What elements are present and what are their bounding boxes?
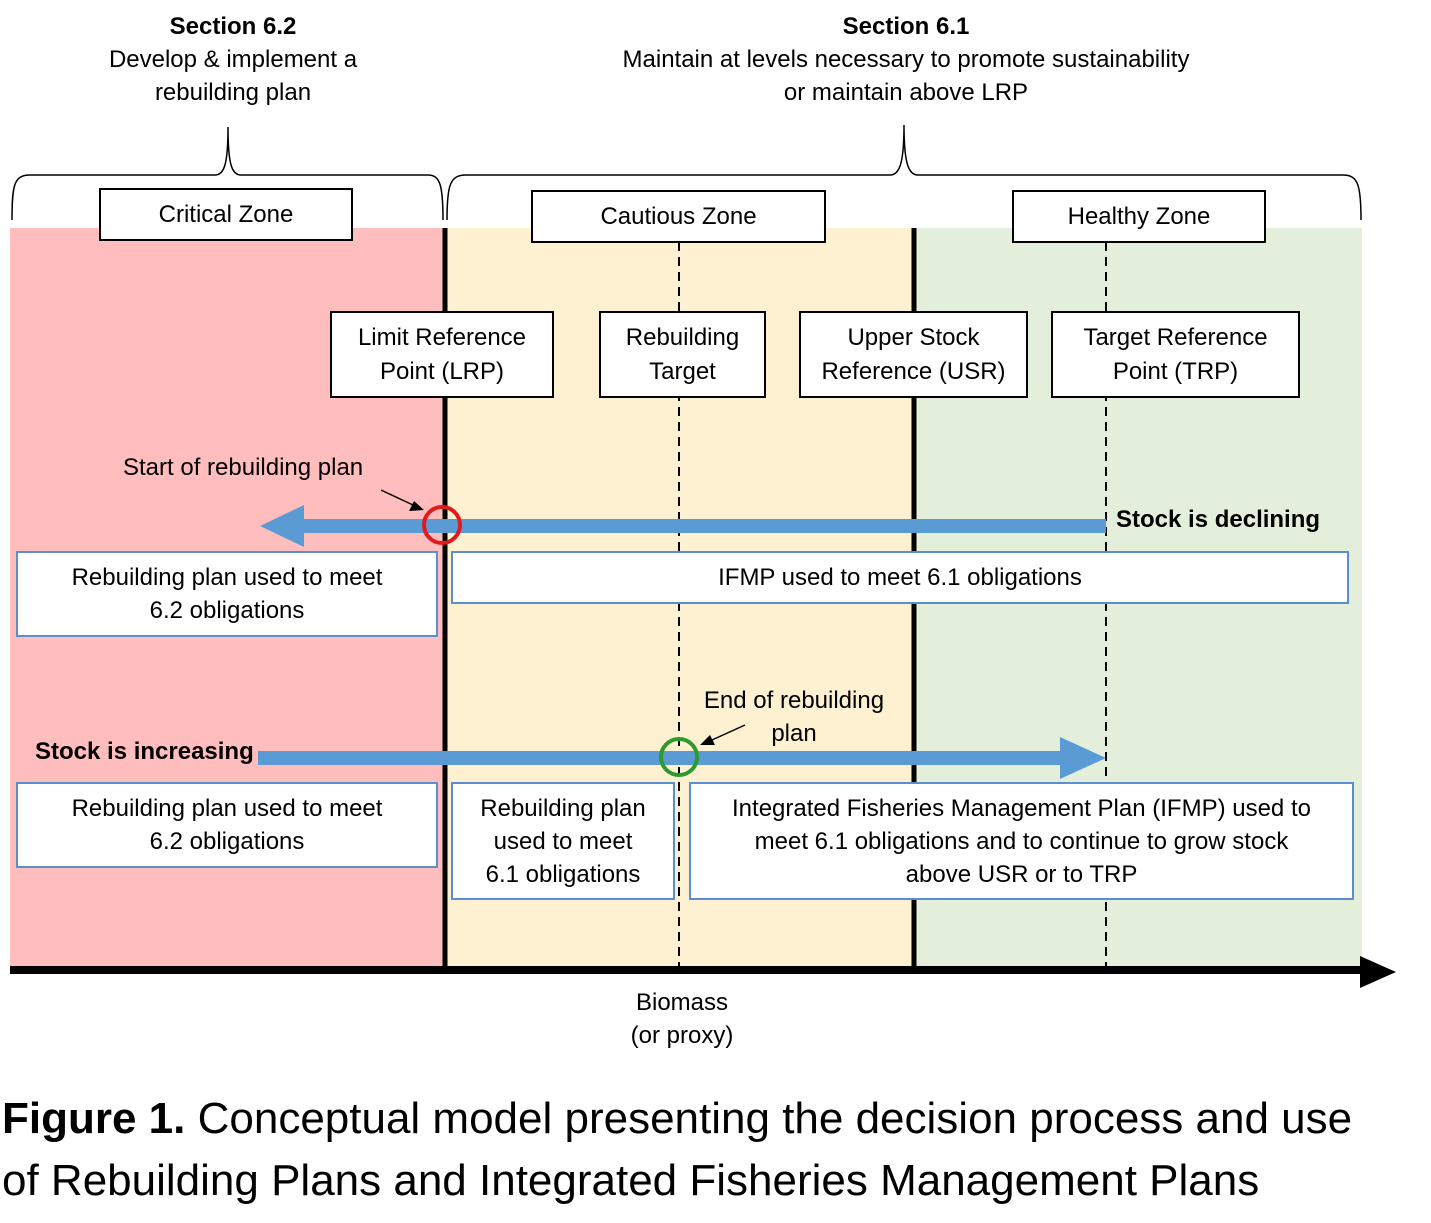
section-62-header: Section 6.2 Develop & implement a rebuil…	[60, 10, 406, 109]
section-62-title: Section 6.2	[169, 13, 297, 40]
end-rebuilding-label: End of rebuilding plan	[690, 684, 898, 750]
usr-line1: Upper Stock	[847, 323, 980, 351]
declining-critical-plan-box: Rebuilding plan used to meet 6.2 obligat…	[16, 551, 438, 637]
end-rebuilding-line2: plan	[771, 720, 817, 747]
axis-line2: (or proxy)	[630, 1022, 734, 1049]
end-pointer-head	[700, 735, 715, 745]
section-61-brace	[446, 124, 1362, 221]
increasing-cautious-line2: used to meet	[493, 827, 633, 855]
declining-arrow-shaft	[300, 519, 1106, 533]
section-61-line1: Maintain at levels necessary to promote …	[622, 46, 1190, 73]
axis-line1: Biomass	[635, 989, 729, 1016]
increasing-ifmp-line1: Integrated Fisheries Management Plan (IF…	[732, 794, 1311, 822]
biomass-axis-label: Biomass (or proxy)	[582, 986, 782, 1052]
usr-line2: Reference (USR)	[821, 357, 1006, 385]
rebuilding-target-line1: Rebuilding	[625, 323, 740, 351]
start-rebuilding-marker	[422, 505, 462, 545]
increasing-ifmp-line2: meet 6.1 obligations and to continue to …	[754, 827, 1289, 855]
cautious-zone-label: Cautious Zone	[531, 190, 826, 243]
trp-box: Target Reference Point (TRP)	[1051, 311, 1300, 398]
trp-line2: Point (TRP)	[1112, 357, 1239, 385]
biomass-axis-arrowhead	[1360, 956, 1396, 988]
section-62-brace	[11, 126, 444, 221]
trp-line1: Target Reference	[1083, 323, 1268, 351]
declining-critical-line1: Rebuilding plan used to meet	[71, 564, 383, 591]
start-rebuilding-label: Start of rebuilding plan	[123, 454, 364, 481]
increasing-arrow-head	[1060, 737, 1106, 779]
caption-label: Figure 1.	[2, 1094, 186, 1143]
critical-zone-label: Critical Zone	[99, 188, 353, 241]
end-pointer-line	[711, 724, 746, 741]
rebuilding-target-box: Rebuilding Target	[599, 311, 766, 398]
rebuilding-target-line2: Target	[649, 357, 716, 385]
usr-box: Upper Stock Reference (USR)	[799, 311, 1028, 398]
section-61-header: Section 6.1 Maintain at levels necessary…	[560, 10, 1252, 109]
increasing-cautious-line3: 6.1 obligations	[485, 860, 641, 888]
stock-increasing-label: Stock is increasing	[35, 738, 254, 765]
declining-arrow-head	[260, 505, 304, 547]
increasing-cautious-line1: Rebuilding plan	[480, 794, 646, 822]
start-pointer-line	[380, 489, 414, 506]
healthy-zone-label: Healthy Zone	[1012, 190, 1266, 243]
increasing-critical-line1: Rebuilding plan used to meet	[71, 795, 383, 822]
end-rebuilding-line1: End of rebuilding	[703, 687, 885, 714]
increasing-critical-plan-box: Rebuilding plan used to meet 6.2 obligat…	[16, 782, 438, 868]
stock-declining-label: Stock is declining	[1116, 506, 1321, 533]
section-62-line1: Develop & implement a	[108, 46, 358, 73]
figure-caption: Figure 1. Conceptual model presenting th…	[2, 1088, 1427, 1212]
lrp-box: Limit Reference Point (LRP)	[330, 311, 554, 398]
increasing-ifmp-line3: above USR or to TRP	[905, 860, 1138, 888]
end-rebuilding-marker	[659, 737, 699, 777]
start-pointer-head	[409, 501, 424, 511]
increasing-critical-line2: 6.2 obligations	[149, 828, 305, 855]
section-61-line2: or maintain above LRP	[783, 79, 1029, 106]
increasing-cautious-plan-box: Rebuilding plan used to meet 6.1 obligat…	[451, 782, 675, 900]
caption-text-line2: of Rebuilding Plans and Integrated Fishe…	[2, 1156, 1260, 1205]
declining-ifmp-box: IFMP used to meet 6.1 obligations	[451, 551, 1349, 604]
declining-critical-line2: 6.2 obligations	[149, 597, 305, 624]
section-62-line2: rebuilding plan	[154, 79, 312, 106]
lrp-line1: Limit Reference	[357, 323, 527, 351]
section-61-title: Section 6.1	[842, 13, 970, 40]
caption-text-line1: Conceptual model presenting the decision…	[185, 1094, 1353, 1143]
lrp-line2: Point (LRP)	[379, 357, 505, 385]
increasing-ifmp-box: Integrated Fisheries Management Plan (IF…	[689, 782, 1354, 900]
